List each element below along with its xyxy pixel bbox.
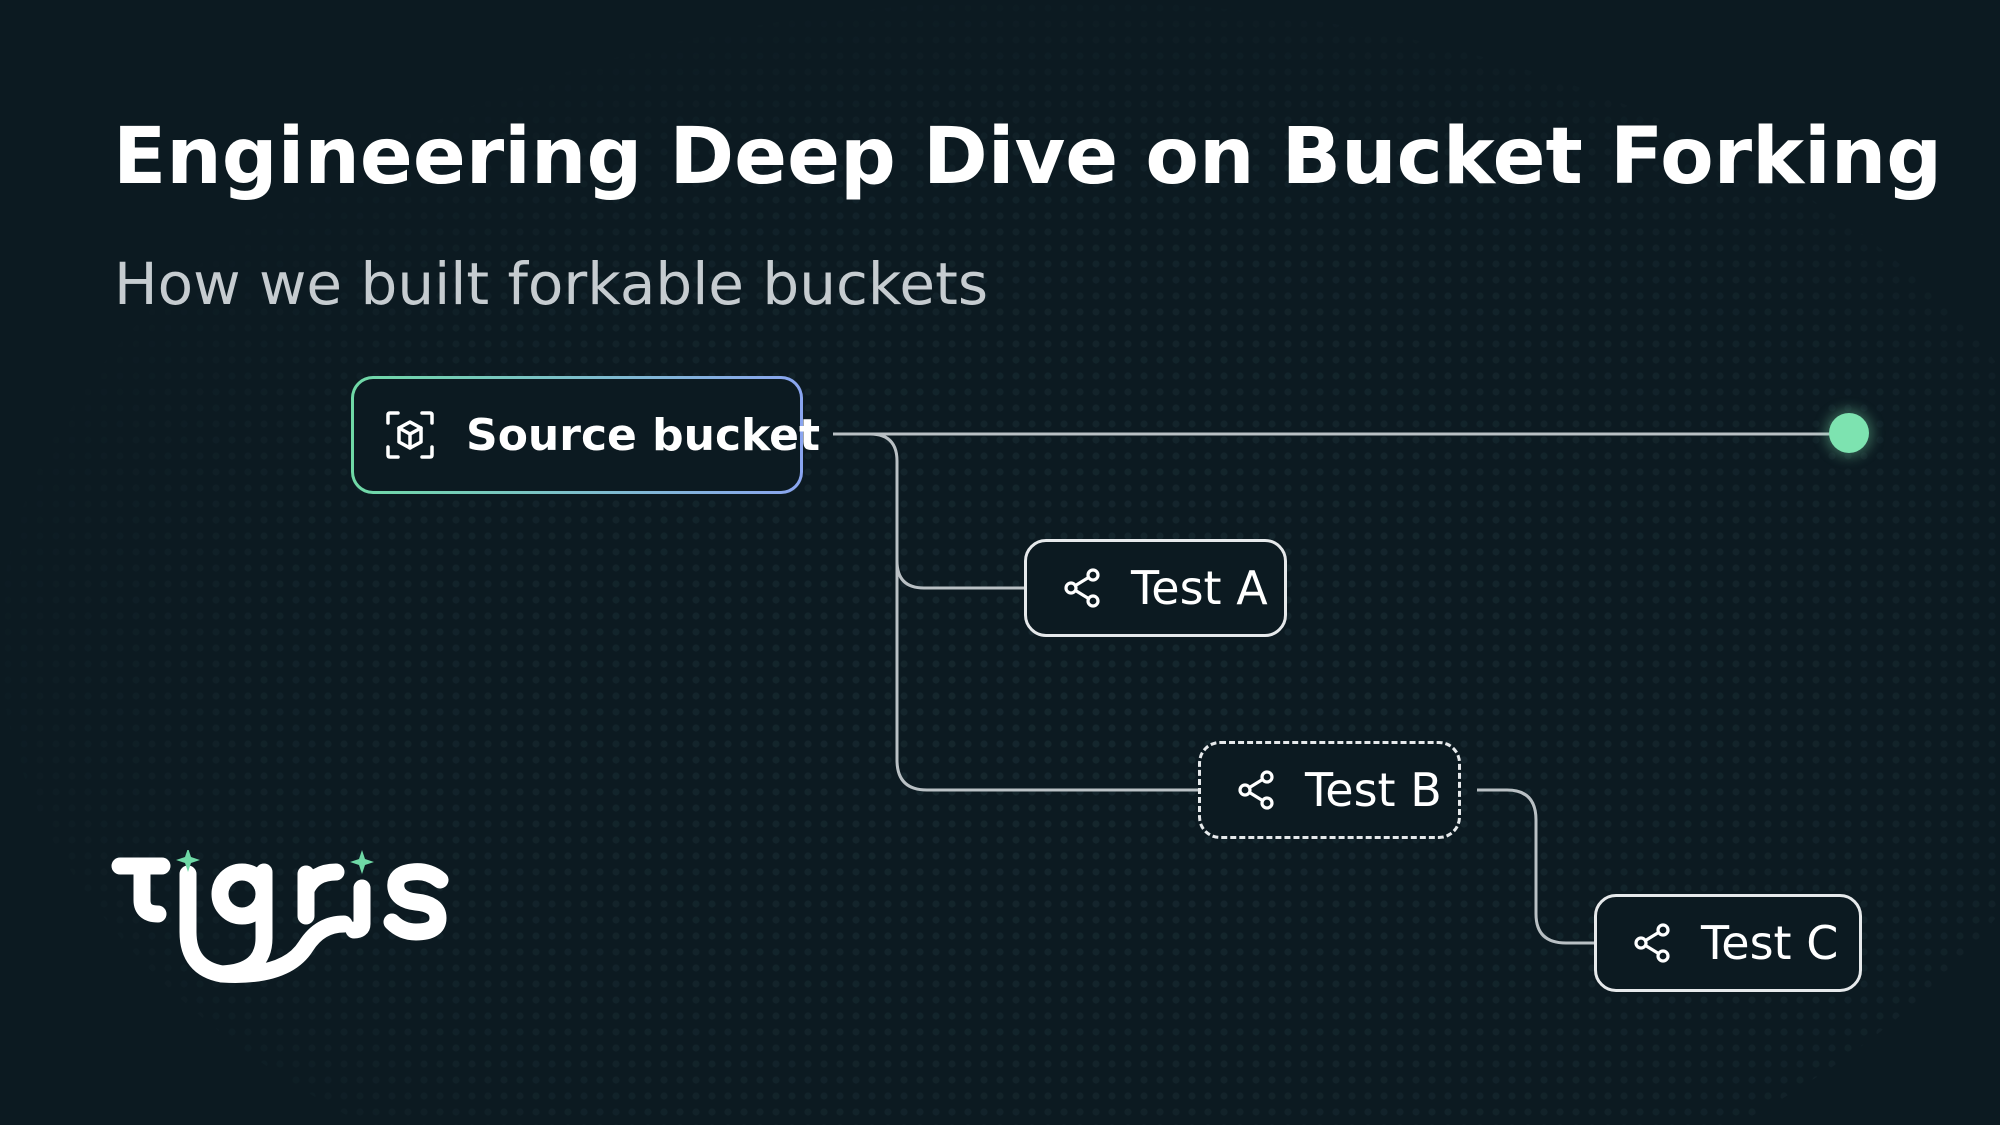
page-title: Engineering Deep Dive on Bucket Forking <box>113 112 1943 202</box>
share-icon <box>1235 768 1279 812</box>
connector-source-to-test-b <box>895 561 1198 792</box>
connector-source-to-test-a <box>833 432 1024 590</box>
share-icon <box>1061 566 1105 610</box>
sparkle-icon <box>350 850 374 874</box>
fork-node-test-a[interactable]: Test A <box>1024 539 1287 637</box>
fork-label-test-c: Test C <box>1701 916 1839 970</box>
branch-end-dot <box>1829 413 1869 453</box>
page-subtitle: How we built forkable buckets <box>114 250 989 318</box>
fork-node-test-b[interactable]: Test B <box>1198 741 1461 839</box>
connector-test-b-to-test-c <box>1477 788 1594 945</box>
cube-scan-icon <box>384 409 436 461</box>
fork-label-test-a: Test A <box>1131 561 1268 615</box>
fork-node-test-c[interactable]: Test C <box>1594 894 1862 992</box>
sparkle-icon <box>176 850 200 872</box>
source-bucket-node[interactable]: Source bucket <box>351 376 820 494</box>
source-bucket-label: Source bucket <box>466 409 821 461</box>
tigris-logo <box>111 850 449 983</box>
share-icon <box>1631 921 1675 965</box>
fork-label-test-b: Test B <box>1305 763 1442 817</box>
